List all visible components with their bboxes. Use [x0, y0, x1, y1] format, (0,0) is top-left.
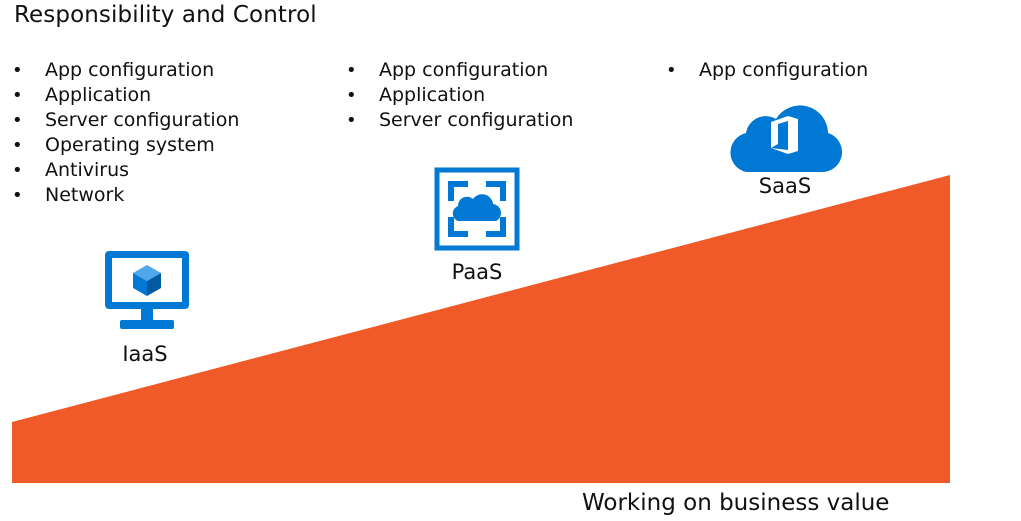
frame-cloud-icon [434, 167, 520, 251]
responsibility-item: Server configuration [12, 108, 239, 133]
responsibility-item: App configuration [666, 58, 868, 83]
responsibility-item: App configuration [12, 58, 239, 83]
iaas-responsibility-list: App configurationApplicationServer confi… [12, 58, 239, 208]
responsibility-item: Operating system [12, 133, 239, 158]
business-value-area [12, 175, 950, 483]
paas-responsibility-list: App configurationApplicationServer confi… [346, 58, 573, 133]
saas-label: SaaS [758, 174, 812, 198]
cloud-office-icon [730, 105, 843, 172]
monitor-cube-icon [105, 251, 189, 329]
responsibility-item: App configuration [346, 58, 573, 83]
responsibility-item: Server configuration [346, 108, 573, 133]
responsibility-item: Application [346, 83, 573, 108]
responsibility-item: Application [12, 83, 239, 108]
responsibility-item: Network [12, 183, 239, 208]
responsibility-item: Antivirus [12, 158, 239, 183]
iaas-label: IaaS [122, 342, 168, 366]
paas-label: PaaS [451, 260, 503, 284]
saas-responsibility-list: App configuration [666, 58, 868, 83]
diagram-title: Responsibility and Control [14, 2, 317, 28]
business-value-caption: Working on business value [582, 490, 890, 516]
